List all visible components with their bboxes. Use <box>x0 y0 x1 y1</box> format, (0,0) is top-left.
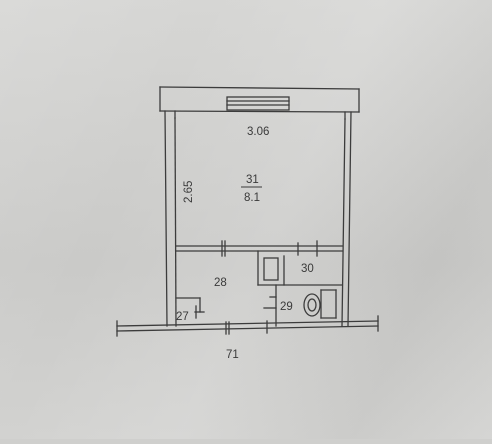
top-width-label: 3.06 <box>247 126 269 138</box>
right-wall <box>341 111 352 327</box>
top-wall <box>159 86 360 120</box>
toilet-icon <box>303 293 321 317</box>
bathroom-block <box>263 284 337 327</box>
bottom-number-label: 71 <box>226 349 239 361</box>
toilet-bowl-icon <box>307 298 317 312</box>
left-wall <box>164 110 177 327</box>
closet-room-number: 30 <box>301 263 314 275</box>
small-room-number: 27 <box>176 311 189 323</box>
partition-wall <box>175 240 343 257</box>
bottom-wall <box>116 315 379 337</box>
window <box>226 96 290 111</box>
small-room-block <box>175 297 205 319</box>
hall-room-number: 28 <box>214 277 227 289</box>
closet-block <box>257 250 343 286</box>
bath-room-number: 29 <box>280 301 293 313</box>
main-room-number: 31 <box>246 174 259 186</box>
left-height-label: 2.65 <box>183 181 195 203</box>
main-room-area: 8.1 <box>244 192 260 204</box>
